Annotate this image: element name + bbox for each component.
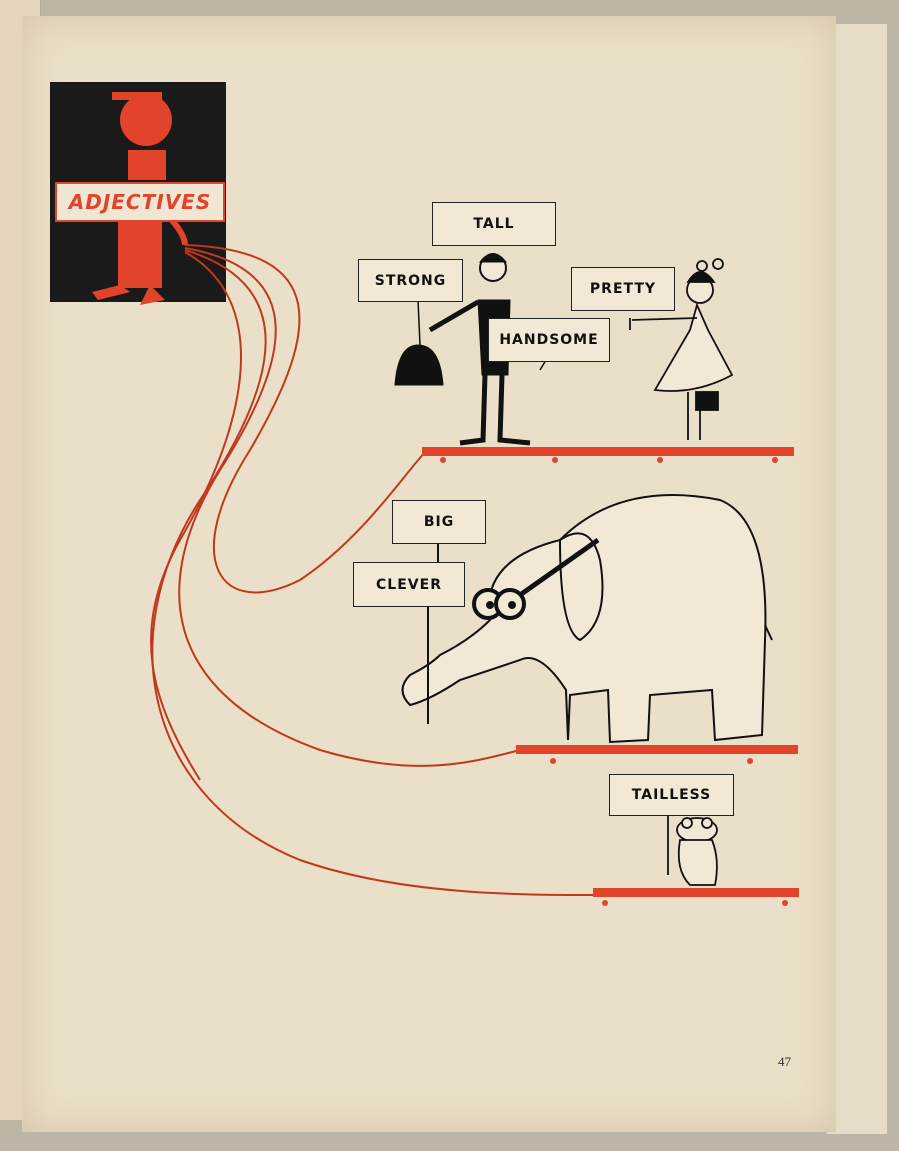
sign-pretty: PRETTY — [571, 267, 675, 311]
sign-handsome: HANDSOME — [488, 318, 610, 362]
leash-lines — [150, 244, 596, 896]
frog-figure — [667, 816, 718, 886]
middle-shelf — [516, 745, 798, 764]
page-stack-edge — [826, 24, 887, 1134]
elephant-figure — [401, 494, 773, 744]
sign-tailless: TAILLESS — [609, 774, 734, 816]
top-shelf — [422, 447, 794, 463]
woman-figure — [629, 258, 734, 440]
bottom-shelf — [593, 888, 799, 906]
sign-clever: CLEVER — [353, 562, 465, 607]
sign-strong: STRONG — [358, 259, 463, 302]
page-title: ADJECTIVES — [55, 182, 225, 222]
page-number: 47 — [778, 1054, 791, 1069]
sign-big: BIG — [392, 500, 486, 544]
sign-tall: TALL — [432, 202, 556, 246]
